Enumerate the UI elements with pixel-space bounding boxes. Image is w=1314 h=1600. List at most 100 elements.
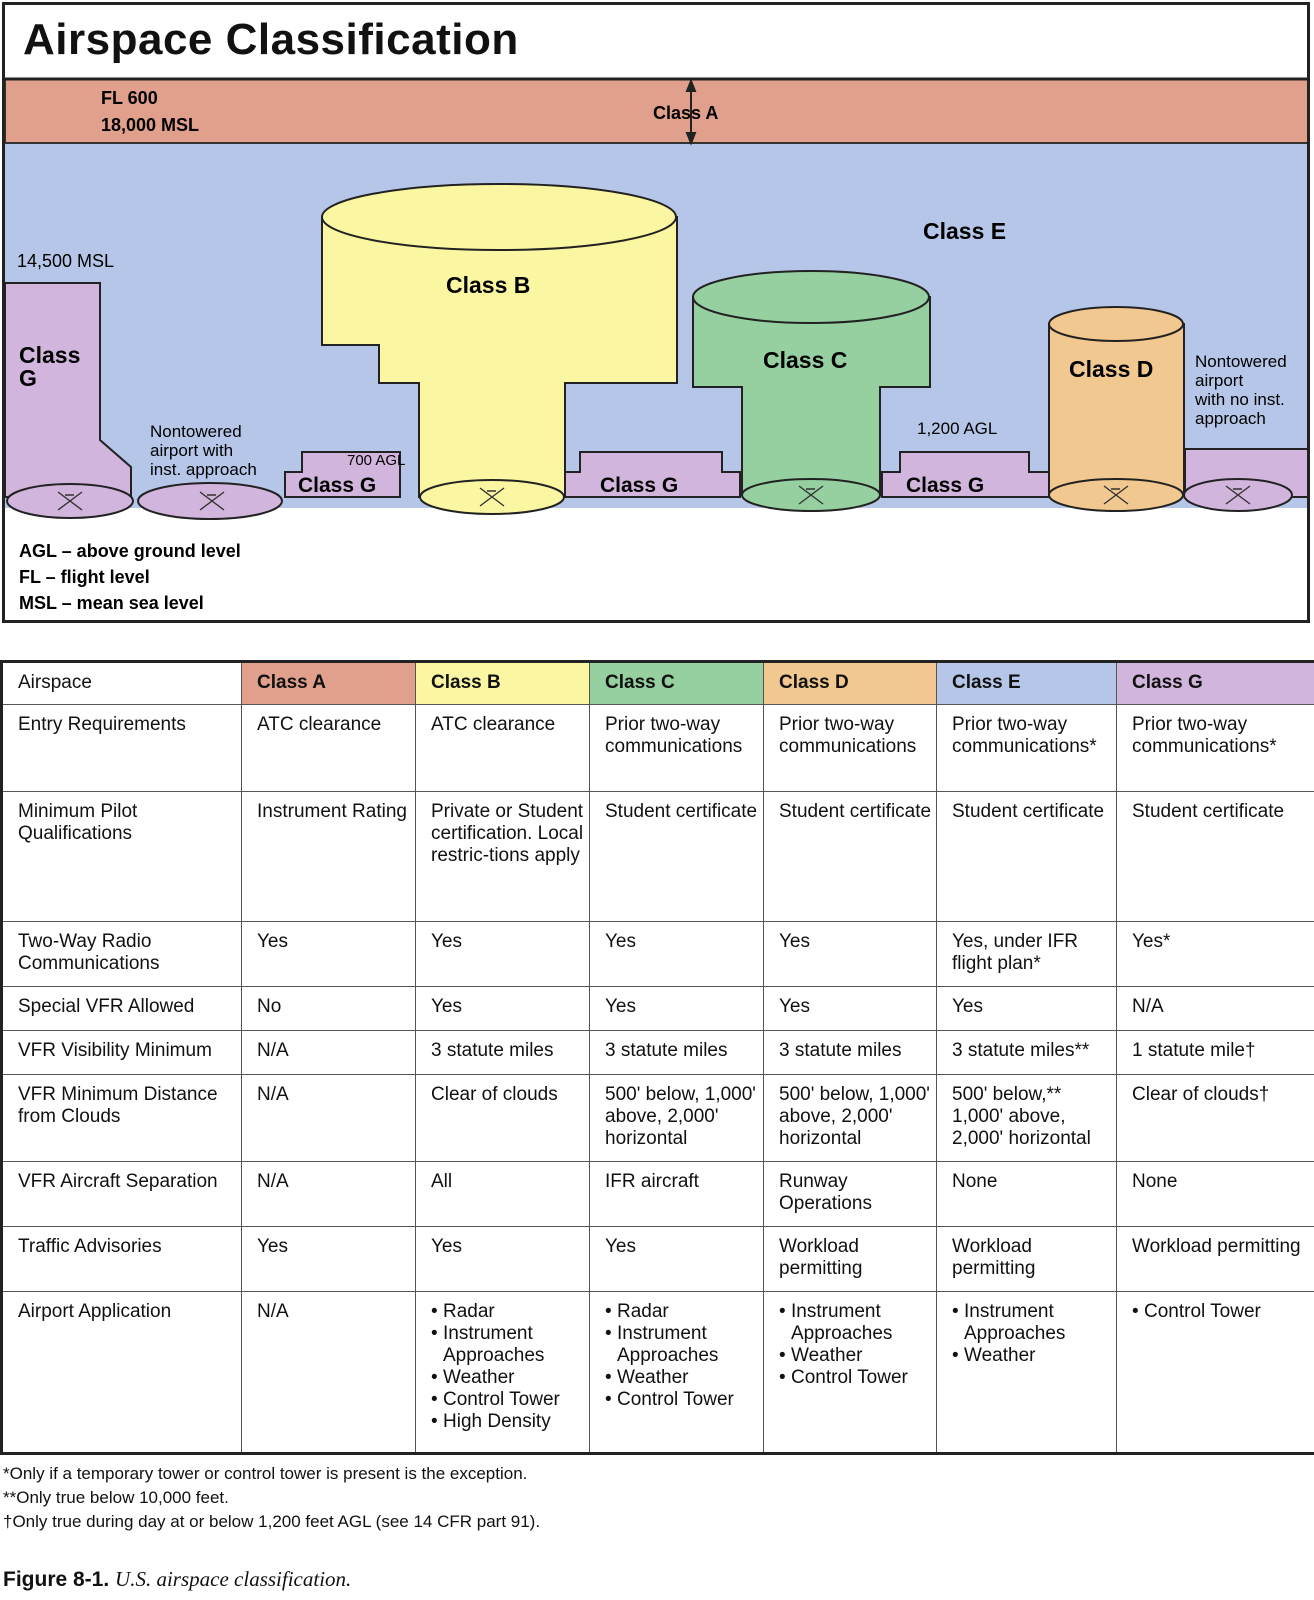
class-a-label: Class A [653,103,718,123]
table-cell: Student certificate [589,791,764,922]
airspace-diagram-svg: FL 600 18,000 MSL Class A Class E 14,500… [5,77,1307,613]
nontowered-inst-line-3: inst. approach [150,460,257,479]
footnote: *Only if a temporary tower or control to… [3,1464,528,1483]
table-cell: ATC clearance [415,704,590,792]
table-header-row: Airspace Class A Class B Class C Class D… [1,661,1314,705]
airport-app-list-class-d: Instrument Approaches Weather Control To… [779,1301,936,1389]
airport-app-list-class-b: Radar Instrument Approaches Weather Cont… [431,1301,589,1433]
class-g-middle-block [562,451,741,498]
class-g-label-1: Class G [298,474,376,497]
header-airspace: Airspace [1,661,242,705]
class-g-label-2: Class G [600,474,678,497]
table-cell: N/A [241,1161,416,1227]
list-item: Control Tower [605,1389,763,1411]
footnote: †Only true during day at or below 1,200 … [3,1512,541,1531]
table-cell: Yes [415,1226,590,1292]
airport-app-list-class-g: Control Tower [1132,1301,1314,1323]
nontowered-no-inst-line-4: approach [1195,409,1266,428]
table-cell: Clear of clouds [415,1074,590,1162]
class-e-label: Class E [923,218,1006,244]
table-cell: 3 statute miles [589,1030,764,1075]
nontowered-no-inst-line-2: airport [1195,371,1243,390]
table-cell: IFR aircraft [589,1161,764,1227]
list-item: Weather [779,1345,936,1367]
nontowered-inst-line-1: Nontowered [150,422,242,441]
class-g-left-label-1: Class [19,342,80,368]
class-d-shape [1048,306,1185,512]
table-row: Special VFR Allowed No Yes Yes Yes Yes N… [1,986,1314,1031]
table-cell: Yes [589,986,764,1031]
list-item: Instrument Approaches [779,1301,936,1345]
airport-app-list-class-c: Radar Instrument Approaches Weather Cont… [605,1301,763,1411]
table-cell: Prior two-way communications* [936,704,1117,792]
list-item: Control Tower [779,1367,936,1389]
table-row: VFR Visibility Minimum N/A 3 statute mil… [1,1030,1314,1075]
table-cell: Runway Operations [763,1161,937,1227]
list-item: High Density [431,1411,589,1433]
table-cell: Radar Instrument Approaches Weather Cont… [415,1291,590,1454]
list-item: Instrument Approaches [431,1323,589,1367]
list-item: Weather [431,1367,589,1389]
table-row: VFR Minimum Distance from Clouds N/A Cle… [1,1074,1314,1162]
table-cell: All [415,1161,590,1227]
header-class-b: Class B [415,661,590,705]
table-cell: Student certificate [1116,791,1314,922]
list-item: Control Tower [431,1389,589,1411]
figure-label: Figure 8-1. [3,1568,110,1591]
table-cell: Instrument Rating [241,791,416,922]
table-cell: Clear of clouds† [1116,1074,1314,1162]
row-label: VFR Visibility Minimum [1,1030,242,1075]
class-g-left-label-2: G [19,365,37,391]
table-cell: Radar Instrument Approaches Weather Cont… [589,1291,764,1454]
diagram-title: Airspace Classification [23,15,519,64]
table-cell: N/A [1116,986,1314,1031]
class-g-700agl-block [284,451,401,498]
nontowered-inst-line-2: airport with [150,441,233,460]
table-cell: Yes [241,921,416,987]
table-cell: Workload permitting [936,1226,1117,1292]
header-class-c: Class C [589,661,764,705]
class-c-shape [692,270,931,512]
table-cell: None [936,1161,1117,1227]
class-a-band [5,78,1307,144]
figure-caption: Figure 8-1. U.S. airspace classification… [3,1567,351,1592]
table-cell: Instrument Approaches Weather [936,1291,1117,1454]
list-item: Radar [431,1301,589,1323]
table-cell: 500' below, 1,000' above, 2,000' horizon… [589,1074,764,1162]
table-cell: Student certificate [936,791,1117,922]
table-cell: Prior two-way communications [589,704,764,792]
airspace-table: Airspace Class A Class B Class C Class D… [0,660,1314,1455]
row-label: VFR Minimum Distance from Clouds [1,1074,242,1162]
table-cell: N/A [241,1030,416,1075]
msl14500-label: 14,500 MSL [17,251,114,271]
table-cell: Prior two-way communications* [1116,704,1314,792]
header-class-g: Class G [1116,661,1314,705]
airspace-diagram: FL 600 18,000 MSL Class A Class E 14,500… [2,2,1310,623]
table-row: Traffic Advisories Yes Yes Yes Workload … [1,1226,1314,1292]
table-cell: None [1116,1161,1314,1227]
msl18000-label: 18,000 MSL [101,115,199,135]
table-cell: N/A [241,1291,416,1454]
legend-agl: AGL – above ground level [19,541,241,561]
table-row-airport-application: Airport Application N/A Radar Instrument… [1,1291,1314,1454]
footnotes: *Only if a temporary tower or control to… [3,1462,540,1534]
table-row: Entry Requirements ATC clearance ATC cle… [1,704,1314,792]
runway-markers [57,485,1251,511]
row-label: Special VFR Allowed [1,986,242,1031]
table-cell: Workload permitting [1116,1226,1314,1292]
row-label: Minimum Pilot Qualifications [1,791,242,922]
table-cell: Control Tower [1116,1291,1314,1454]
agl1200-label: 1,200 AGL [917,419,997,438]
nontowered-no-inst-line-3: with no inst. [1194,390,1285,409]
class-g-label-3: Class G [906,474,984,497]
row-label: VFR Aircraft Separation [1,1161,242,1227]
table-row: Minimum Pilot Qualifications Instrument … [1,791,1314,922]
legend-fl: FL – flight level [19,567,150,587]
footnote: **Only true below 10,000 feet. [3,1488,229,1507]
table-row: Two-Way Radio Communications Yes Yes Yes… [1,921,1314,987]
fl600-label: FL 600 [101,88,158,108]
table-cell: Prior two-way communications [763,704,937,792]
table-cell: 3 statute miles [763,1030,937,1075]
table-cell: 1 statute mile† [1116,1030,1314,1075]
table-cell: Private or Student certification. Local … [415,791,590,922]
